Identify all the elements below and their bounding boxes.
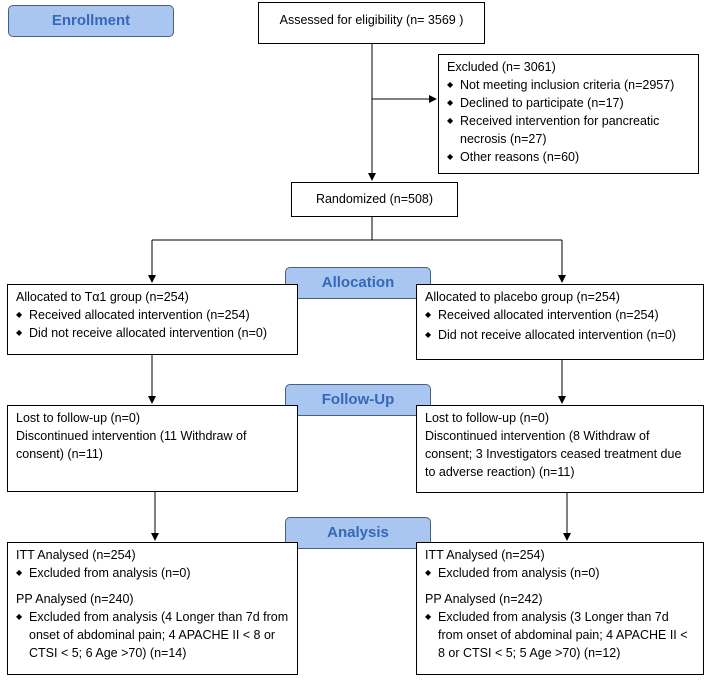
excluded-item: ◆Other reasons (n=60) [447,150,580,164]
analysis-left-itt-excluded: ◆Excluded from analysis (n=0) [16,566,191,580]
allocation-right-item: ◆Did not receive allocated intervention … [425,328,676,342]
analysis-left-pp-excluded: ◆Excluded from analysis (4 Longer than 7… [16,610,289,660]
allocation-left-item: ◆Did not receive allocated intervention … [16,326,267,340]
follow-up-right-box: Lost to follow-up (n=0) Discontinued int… [416,405,704,493]
follow-up-right-discontinued: Discontinued intervention (8 Withdraw of… [425,429,682,479]
allocation-right-item: ◆Received allocated intervention (n=254) [425,308,659,322]
analysis-right-box: ITT Analysed (n=254) ◆Excluded from anal… [416,542,704,675]
analysis-right-pp-excluded: ◆Excluded from analysis (3 Longer than 7… [425,610,688,660]
excluded-box: Excluded (n= 3061) ◆Not meeting inclusio… [438,54,699,174]
diamond-bullet-icon: ◆ [447,152,454,161]
phase-analysis: Analysis [285,517,431,549]
allocation-left-box: Allocated to Tα1 group (n=254) ◆Received… [7,284,298,355]
assessed-text: Assessed for eligibility (n= 3569 ) [279,13,464,27]
analysis-right-pp: PP Analysed (n=242) [425,592,543,606]
allocation-left-title: Allocated to Tα1 group (n=254) [16,290,189,304]
follow-up-left-box: Lost to follow-up (n=0) Discontinued int… [7,405,298,492]
allocation-right-box: Allocated to placebo group (n=254) ◆Rece… [416,284,704,360]
phase-enrollment: Enrollment [8,5,174,37]
excluded-title: Excluded (n= 3061) [447,60,556,74]
analysis-right-itt: ITT Analysed (n=254) [425,548,545,562]
allocation-right-title: Allocated to placebo group (n=254) [425,290,620,304]
analysis-left-itt: ITT Analysed (n=254) [16,548,136,562]
diamond-bullet-icon: ◆ [447,116,454,125]
diamond-bullet-icon: ◆ [447,80,454,89]
randomized-text: Randomized (n=508) [315,192,434,206]
diamond-bullet-icon: ◆ [16,568,23,577]
diamond-bullet-icon: ◆ [16,328,23,337]
follow-up-left-lost: Lost to follow-up (n=0) [16,411,141,425]
allocation-left-item: ◆Received allocated intervention (n=254) [16,308,250,322]
phase-follow-up: Follow-Up [285,384,431,416]
follow-up-right-lost: Lost to follow-up (n=0) [425,411,550,425]
analysis-right-itt-excluded: ◆Excluded from analysis (n=0) [425,566,600,580]
analysis-left-pp: PP Analysed (n=240) [16,592,134,606]
diamond-bullet-icon: ◆ [425,330,432,339]
diamond-bullet-icon: ◆ [425,568,432,577]
diamond-bullet-icon: ◆ [447,98,454,107]
analysis-left-box: ITT Analysed (n=254) ◆Excluded from anal… [7,542,298,675]
diamond-bullet-icon: ◆ [425,310,432,319]
phase-allocation: Allocation [285,267,431,299]
randomized-box: Randomized (n=508) [291,182,458,217]
excluded-item: ◆Declined to participate (n=17) [447,96,624,110]
assessed-box: Assessed for eligibility (n= 3569 ) [258,2,485,44]
diamond-bullet-icon: ◆ [16,310,23,319]
follow-up-left-discontinued: Discontinued intervention (11 Withdraw o… [16,429,247,461]
diamond-bullet-icon: ◆ [16,612,23,621]
excluded-item: ◆Received intervention for pancreatic ne… [447,114,660,146]
excluded-item: ◆Not meeting inclusion criteria (n=2957) [447,78,675,92]
diamond-bullet-icon: ◆ [425,612,432,621]
